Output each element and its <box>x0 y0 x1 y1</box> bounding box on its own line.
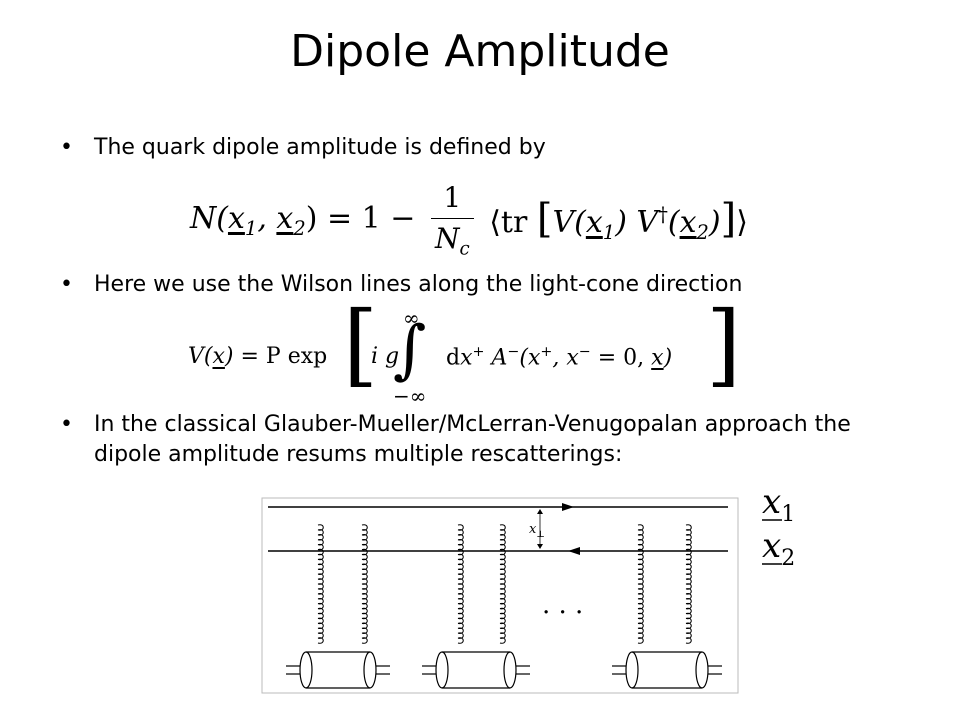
right-bracket: ] <box>706 292 742 397</box>
dipole-equation: N(x1, x2) = 1 − 1 Nc ⟨tr [V(x1) V†(x2)]⟩ <box>190 178 748 270</box>
dipole-rhs: ⟨tr [V(x1) V†(x2)]⟩ <box>489 195 748 244</box>
bullet-3: • In the classical Glauber-Mueller/McLer… <box>60 410 920 470</box>
bullet-marker: • <box>60 272 73 297</box>
arrow-right <box>562 503 574 511</box>
nucleon-cylinder <box>422 651 530 689</box>
fraction-denominator: Nc <box>434 222 470 260</box>
gluon-lines <box>317 524 692 644</box>
gluon-coil <box>499 524 506 644</box>
bullet-marker: • <box>60 135 73 160</box>
bullet-1: • The quark dipole amplitude is defined … <box>60 133 920 163</box>
bullet-text: Here we use the Wilson lines along the l… <box>94 272 743 297</box>
nucleon-cylinder <box>612 651 722 689</box>
wilson-lhs: V(x) = P exp <box>188 344 328 369</box>
dipole-lhs: N(x1, x2) = 1 − <box>190 200 416 240</box>
gluon-coil <box>317 524 324 644</box>
fraction-numerator: 1 <box>430 178 474 219</box>
gluon-coil <box>361 524 368 644</box>
integration-upper-limit: ∞ <box>403 306 420 330</box>
wilson-ig: i g <box>371 344 400 369</box>
label-x2: x2 <box>762 526 795 571</box>
wilson-integrand: dx+ A−(x+, x− = 0, x) <box>446 344 673 371</box>
integration-lower-limit: −∞ <box>393 384 427 408</box>
bullet-2: • Here we use the Wilson lines along the… <box>60 270 920 300</box>
slide-title: Dipole Amplitude <box>290 26 670 77</box>
ellipsis: . . . <box>542 590 583 620</box>
nucleons <box>286 651 722 689</box>
gluon-coil <box>685 524 692 644</box>
bullet-marker: • <box>60 412 73 437</box>
bullet-text: The quark dipole amplitude is defined by <box>94 135 546 160</box>
label-x1: x1 <box>762 495 795 527</box>
bullet-text: In the classical Glauber-Mueller/McLerra… <box>94 412 851 467</box>
integral-sign: ∫ <box>393 313 427 387</box>
dipole-fraction: 1 Nc <box>430 178 474 270</box>
wilson-line-equation: V(x) = P exp [ ∞ ∫ −∞ i g dx+ A−(x+, x− … <box>188 300 748 409</box>
arrow-left <box>568 547 580 555</box>
left-bracket: [ <box>343 292 379 397</box>
gluon-coil <box>637 524 644 644</box>
rescattering-diagram: x⊥ . . . x1 x2 <box>261 495 795 694</box>
separation-label: x⊥ <box>529 522 545 540</box>
gluon-coil <box>457 524 464 644</box>
diagram-frame <box>261 497 739 694</box>
nucleon-cylinder <box>286 651 390 689</box>
